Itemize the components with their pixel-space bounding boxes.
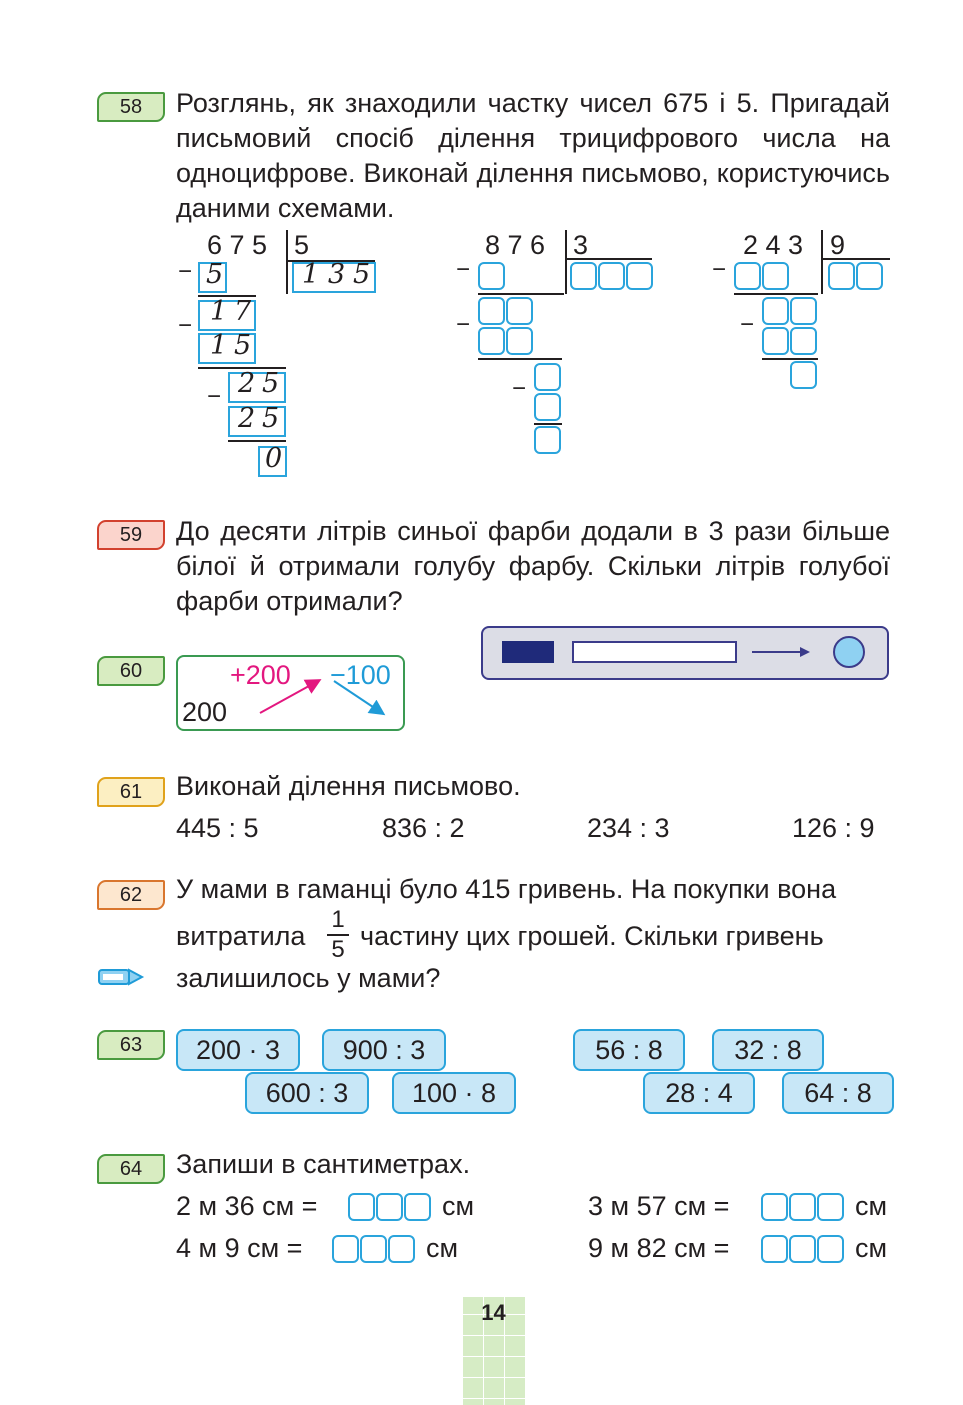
page-number-tab: [462, 1297, 525, 1405]
task-62-line-2a: витратила: [176, 921, 306, 951]
expression-card: 900 : 3: [322, 1029, 446, 1071]
answer-cell[interactable]: [534, 363, 561, 391]
answer-cell[interactable]: [388, 1235, 415, 1263]
answer-cell[interactable]: [626, 262, 653, 290]
answer-cell[interactable]: [790, 297, 817, 325]
answer-cell[interactable]: [570, 262, 597, 290]
answer-cell[interactable]: [762, 327, 789, 355]
quotient-cells: [292, 262, 376, 293]
unit-label: см: [442, 1191, 475, 1221]
expression-card: 56 : 8: [573, 1029, 685, 1071]
answer-cell[interactable]: [506, 327, 533, 355]
pencil-icon: [98, 968, 145, 986]
divisor: 5: [294, 230, 310, 260]
expression-card: 28 : 4: [643, 1072, 755, 1114]
answer-cell[interactable]: [828, 262, 855, 290]
answer-cell[interactable]: [348, 1193, 375, 1221]
dividend: 2 4 3: [743, 230, 804, 260]
answer-cell[interactable]: [534, 393, 561, 421]
divisor: 3: [573, 230, 589, 260]
task-59-text: До десяти літрів синьої фарби додали в 3…: [176, 516, 890, 616]
answer-cell[interactable]: [762, 262, 789, 290]
task-badge-59: 59: [97, 520, 165, 550]
start-number: 200: [182, 697, 228, 727]
task-badge-64: 64: [97, 1154, 165, 1184]
task-61-text: Виконай ділення письмово.: [176, 771, 521, 801]
answer-cell[interactable]: [506, 297, 533, 325]
answer-cell[interactable]: [478, 327, 505, 355]
answer-cell[interactable]: [376, 1193, 403, 1221]
fraction: 1 5: [327, 908, 349, 962]
arrows: [259, 679, 386, 716]
answer-cell[interactable]: [332, 1235, 359, 1263]
answer-cell[interactable]: [478, 297, 505, 325]
conversion-expr: 9 м 82 см =: [588, 1233, 730, 1263]
light-blue-paint-circle: [833, 636, 865, 668]
answer-cell[interactable]: [761, 1193, 788, 1221]
answer-cell[interactable]: [534, 426, 561, 454]
answer-cell[interactable]: [856, 262, 883, 290]
answer-cell[interactable]: [762, 297, 789, 325]
answer-cell[interactable]: [404, 1193, 431, 1221]
operation-chain-box: [176, 655, 405, 731]
dividend: 8 7 6: [485, 230, 546, 260]
blue-paint-bar: [502, 641, 554, 663]
conversion-expr: 4 м 9 см =: [176, 1233, 303, 1263]
expression-card: 32 : 8: [712, 1029, 824, 1071]
minus-sign: −: [178, 258, 193, 285]
answer-cell[interactable]: [789, 1235, 816, 1263]
conversion-expr: 3 м 57 см =: [588, 1191, 730, 1221]
task-badge-60: 60: [97, 656, 165, 686]
task-64-text: Запиши в сантиметрах.: [176, 1149, 471, 1179]
divisor: 9: [830, 230, 846, 260]
answer-cell[interactable]: [817, 1235, 844, 1263]
fraction-numerator: 1: [331, 906, 345, 933]
handwritten-digit: 5: [206, 259, 224, 290]
expression: 234 : 3: [587, 813, 670, 843]
digit-cell: [198, 262, 227, 293]
unit-label: см: [855, 1191, 888, 1221]
dividend: 6 7 5: [207, 230, 268, 260]
unit-label: см: [426, 1233, 459, 1263]
task-62-line-2b: частину цих грошей. Скільки гривень: [360, 921, 824, 951]
task-badge-62: 62: [97, 880, 165, 910]
expression-card: 600 : 3: [245, 1072, 369, 1114]
operation-plus: +200: [230, 660, 291, 690]
expression: 445 : 5: [176, 813, 259, 843]
answer-cell[interactable]: [790, 361, 817, 389]
task-58-text: Розглянь, як знаходили частку чисел 675 …: [176, 88, 890, 223]
page-number: 14: [481, 1300, 506, 1325]
answer-cell[interactable]: [790, 327, 817, 355]
task-badge-58: 58: [97, 92, 165, 122]
expression: 126 : 9: [792, 813, 875, 843]
task-badge-63: 63: [97, 1030, 165, 1060]
conversion-expr: 2 м 36 см =: [176, 1191, 318, 1221]
expression-card: 100 · 8: [392, 1072, 516, 1114]
task-62-line-1: У мами в гаманці було 415 гривень. На по…: [176, 874, 837, 904]
expression: 836 : 2: [382, 813, 465, 843]
expression-card: 64 : 8: [782, 1072, 894, 1114]
answer-cell[interactable]: [478, 262, 505, 290]
expression-card: 200 · 3: [176, 1029, 300, 1071]
task-62-line-3: залишилось у мами?: [176, 963, 441, 993]
answer-cell[interactable]: [360, 1235, 387, 1263]
answer-cell[interactable]: [761, 1235, 788, 1263]
arrow-right-icon: [752, 647, 810, 657]
answer-cell[interactable]: [734, 262, 761, 290]
unit-label: см: [855, 1233, 888, 1263]
white-paint-bar: [572, 641, 737, 663]
answer-cell[interactable]: [598, 262, 625, 290]
task-badge-61: 61: [97, 777, 165, 807]
answer-cell[interactable]: [789, 1193, 816, 1221]
fraction-denominator: 5: [331, 936, 345, 963]
answer-cell[interactable]: [817, 1193, 844, 1221]
